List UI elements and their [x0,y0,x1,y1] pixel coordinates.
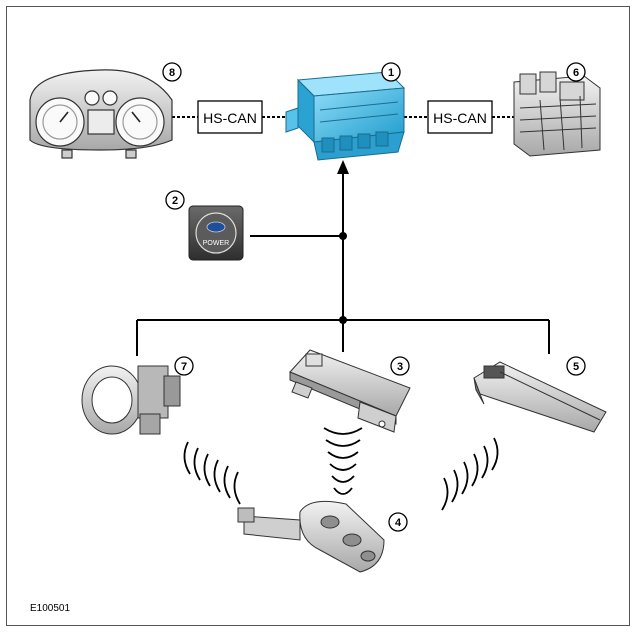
control-module-illustration [285,71,406,161]
power-button-illustration: POWER [188,205,244,261]
hs-can-box-right: HS-CAN [427,100,493,134]
hs-can-label-right: HS-CAN [433,110,487,126]
junction-dot-lower [339,316,347,324]
arrow-head [337,160,349,174]
figure-id: E100501 [30,603,70,614]
hs-can-box-left: HS-CAN [197,100,263,134]
callout-7: 7 [174,356,194,376]
callout-4: 4 [388,512,408,532]
diagram-frame [6,6,630,626]
callout-number: 6 [573,67,579,79]
transceiver-coil-illustration [81,365,181,435]
callout-number: 7 [181,361,187,373]
exterior-antenna-illustration [473,361,607,433]
hs-can-label-left: HS-CAN [203,110,257,126]
radio-waves-center [323,427,363,495]
callout-5: 5 [566,356,586,376]
instrument-cluster-illustration [29,69,173,159]
brand-oval-icon [206,221,226,233]
callout-number: 5 [573,361,579,373]
callout-number: 8 [169,67,175,79]
junction-dot-upper [339,232,347,240]
powertrain-module-illustration [513,71,601,157]
callout-number: 2 [172,195,178,207]
radio-waves-left [183,441,241,505]
callout-6: 6 [566,62,586,82]
callout-1: 1 [381,62,401,82]
callout-number: 3 [397,361,403,373]
callout-3: 3 [390,356,410,376]
callout-number: 4 [395,517,402,529]
interior-antenna-illustration [289,349,411,433]
key-fob-illustration [237,500,385,573]
radio-waves-right [441,437,499,511]
power-button-label: POWER [203,240,229,247]
callout-8: 8 [162,62,182,82]
callout-number: 1 [388,67,394,79]
callout-2: 2 [165,190,185,210]
